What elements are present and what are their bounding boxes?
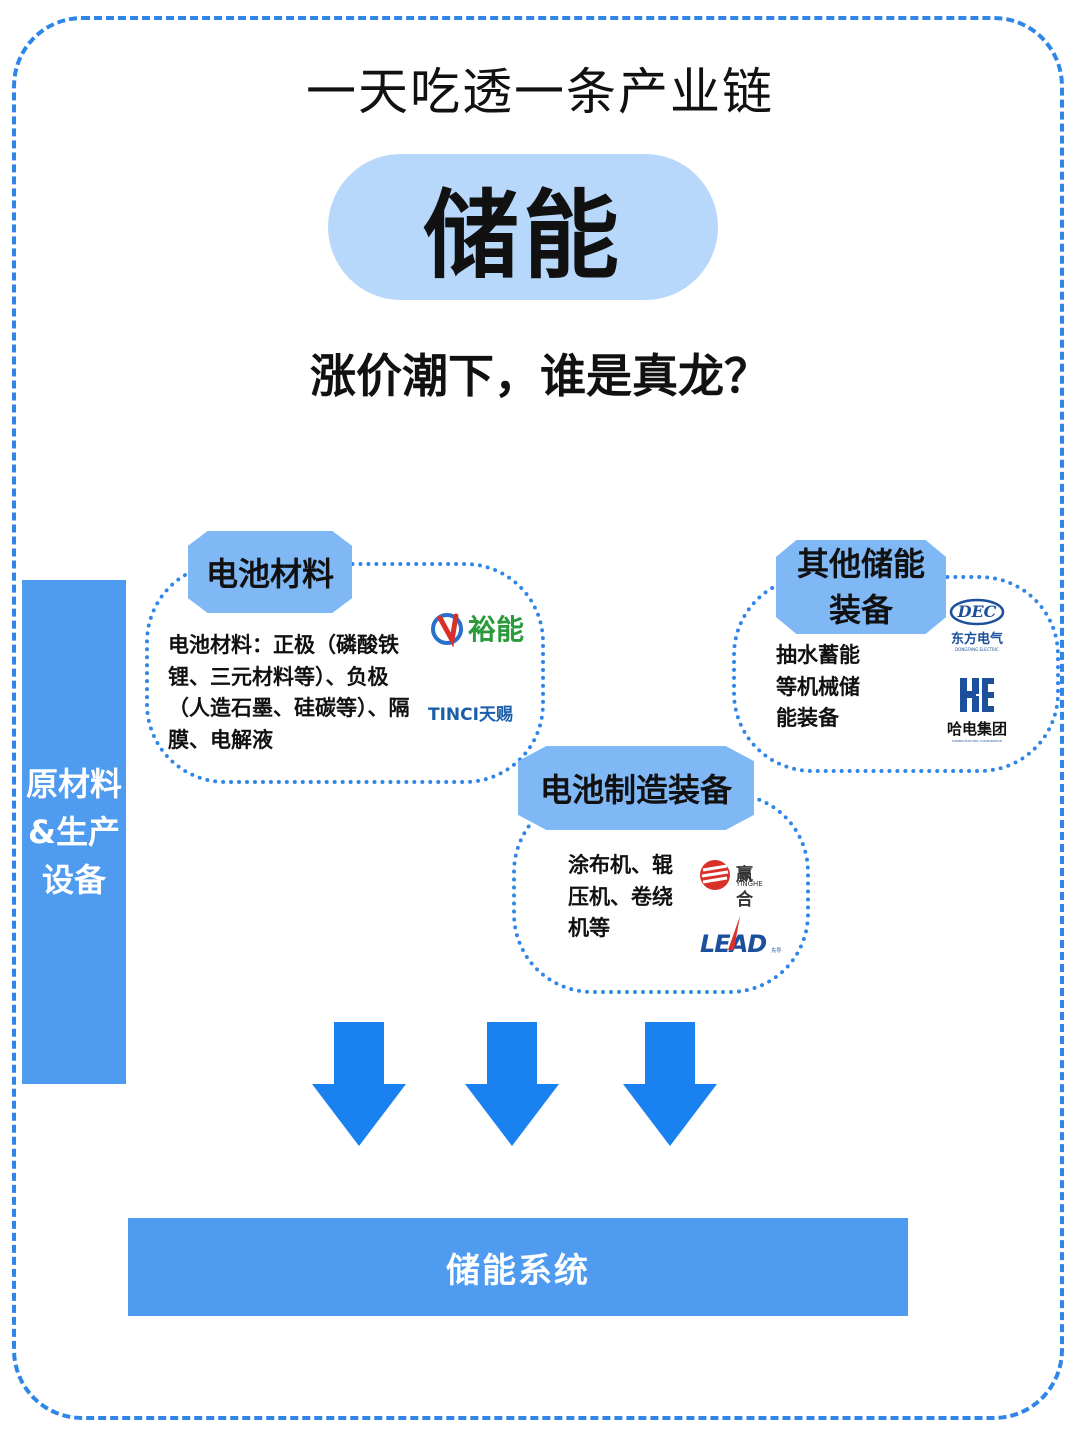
dec-logo-icon — [949, 598, 1005, 626]
series-title: 一天吃透一条产业链 — [306, 63, 774, 121]
yinghe-logo-name: 赢合 — [736, 865, 753, 910]
manufacturing-equipment-tag-label: 电池制造装备 — [539, 771, 732, 809]
down-arrow-icon — [465, 1022, 559, 1146]
yinghe-logo-small-text: YINGHE — [736, 880, 763, 888]
lead-logo-accent-icon — [728, 916, 740, 950]
battery-materials-desc: 电池材料：正极（磷酸铁锂、三元材料等）、负极（人造石墨、硅碳等）、隔膜、电解液 — [168, 633, 410, 752]
battery-materials-tag: 电池材料 — [188, 531, 352, 613]
lead-logo-small-text: 先导 — [771, 948, 782, 954]
other-equipment-tag: 其他储能装备 — [776, 540, 946, 634]
down-arrow-icon — [312, 1022, 406, 1146]
yuneng-logo-icon — [431, 613, 463, 648]
other-equipment-tag-label: 其他储能装备 — [796, 545, 925, 629]
battery-materials-tag-label: 电池材料 — [205, 555, 334, 593]
harbin-electric-logo-small-text: HARBIN ELECTRIC CORPORATION — [952, 739, 1002, 743]
harbin-electric-logo: 哈电集团 HARBIN ELECTRIC CORPORATION — [942, 676, 1012, 743]
yuneng-logo-text: 裕能 — [468, 613, 525, 646]
yinghe-logo-icon — [700, 860, 730, 890]
side-bar-label: 原材料&生产设备 — [26, 765, 123, 899]
down-arrow-icon — [623, 1022, 717, 1146]
subtitle: 涨价潮下，谁是真龙？ — [310, 349, 770, 403]
tinci-logo: TINCI天赐 — [428, 700, 513, 725]
main-title: 储能 — [423, 179, 623, 292]
side-bar: 原材料&生产设备 — [22, 580, 126, 1084]
storage-system-label: 储能系统 — [446, 1250, 590, 1291]
dec-logo: DEC 东方电气 DONGFANG ELECTRIC — [946, 598, 1008, 652]
main-title-pill: 储能 — [328, 154, 718, 300]
harbin-electric-logo-name: 哈电集团 — [946, 720, 1007, 738]
manufacturing-equipment-desc: 涂布机、辊压机、卷绕机等 — [568, 853, 673, 940]
other-equipment-desc: 抽水蓄能等机械储能装备 — [776, 643, 860, 730]
dec-logo-caption: 东方电气 — [950, 632, 1003, 647]
yuneng-logo: 裕能 — [430, 606, 524, 656]
dec-logo-small-text: DONGFANG ELECTRIC — [955, 647, 999, 652]
tinci-logo-text: TINCI天赐 — [428, 705, 513, 725]
yinghe-logo: 赢合 YINGHE — [698, 858, 763, 910]
storage-system-bar: 储能系统 — [128, 1218, 908, 1316]
dec-logo-name: DEC — [957, 602, 997, 621]
harbin-electric-logo-icon — [960, 678, 994, 712]
page-frame — [12, 16, 1064, 1420]
manufacturing-equipment-tag: 电池制造装备 — [518, 746, 754, 830]
lead-logo: LEAD 先导 — [700, 916, 782, 958]
